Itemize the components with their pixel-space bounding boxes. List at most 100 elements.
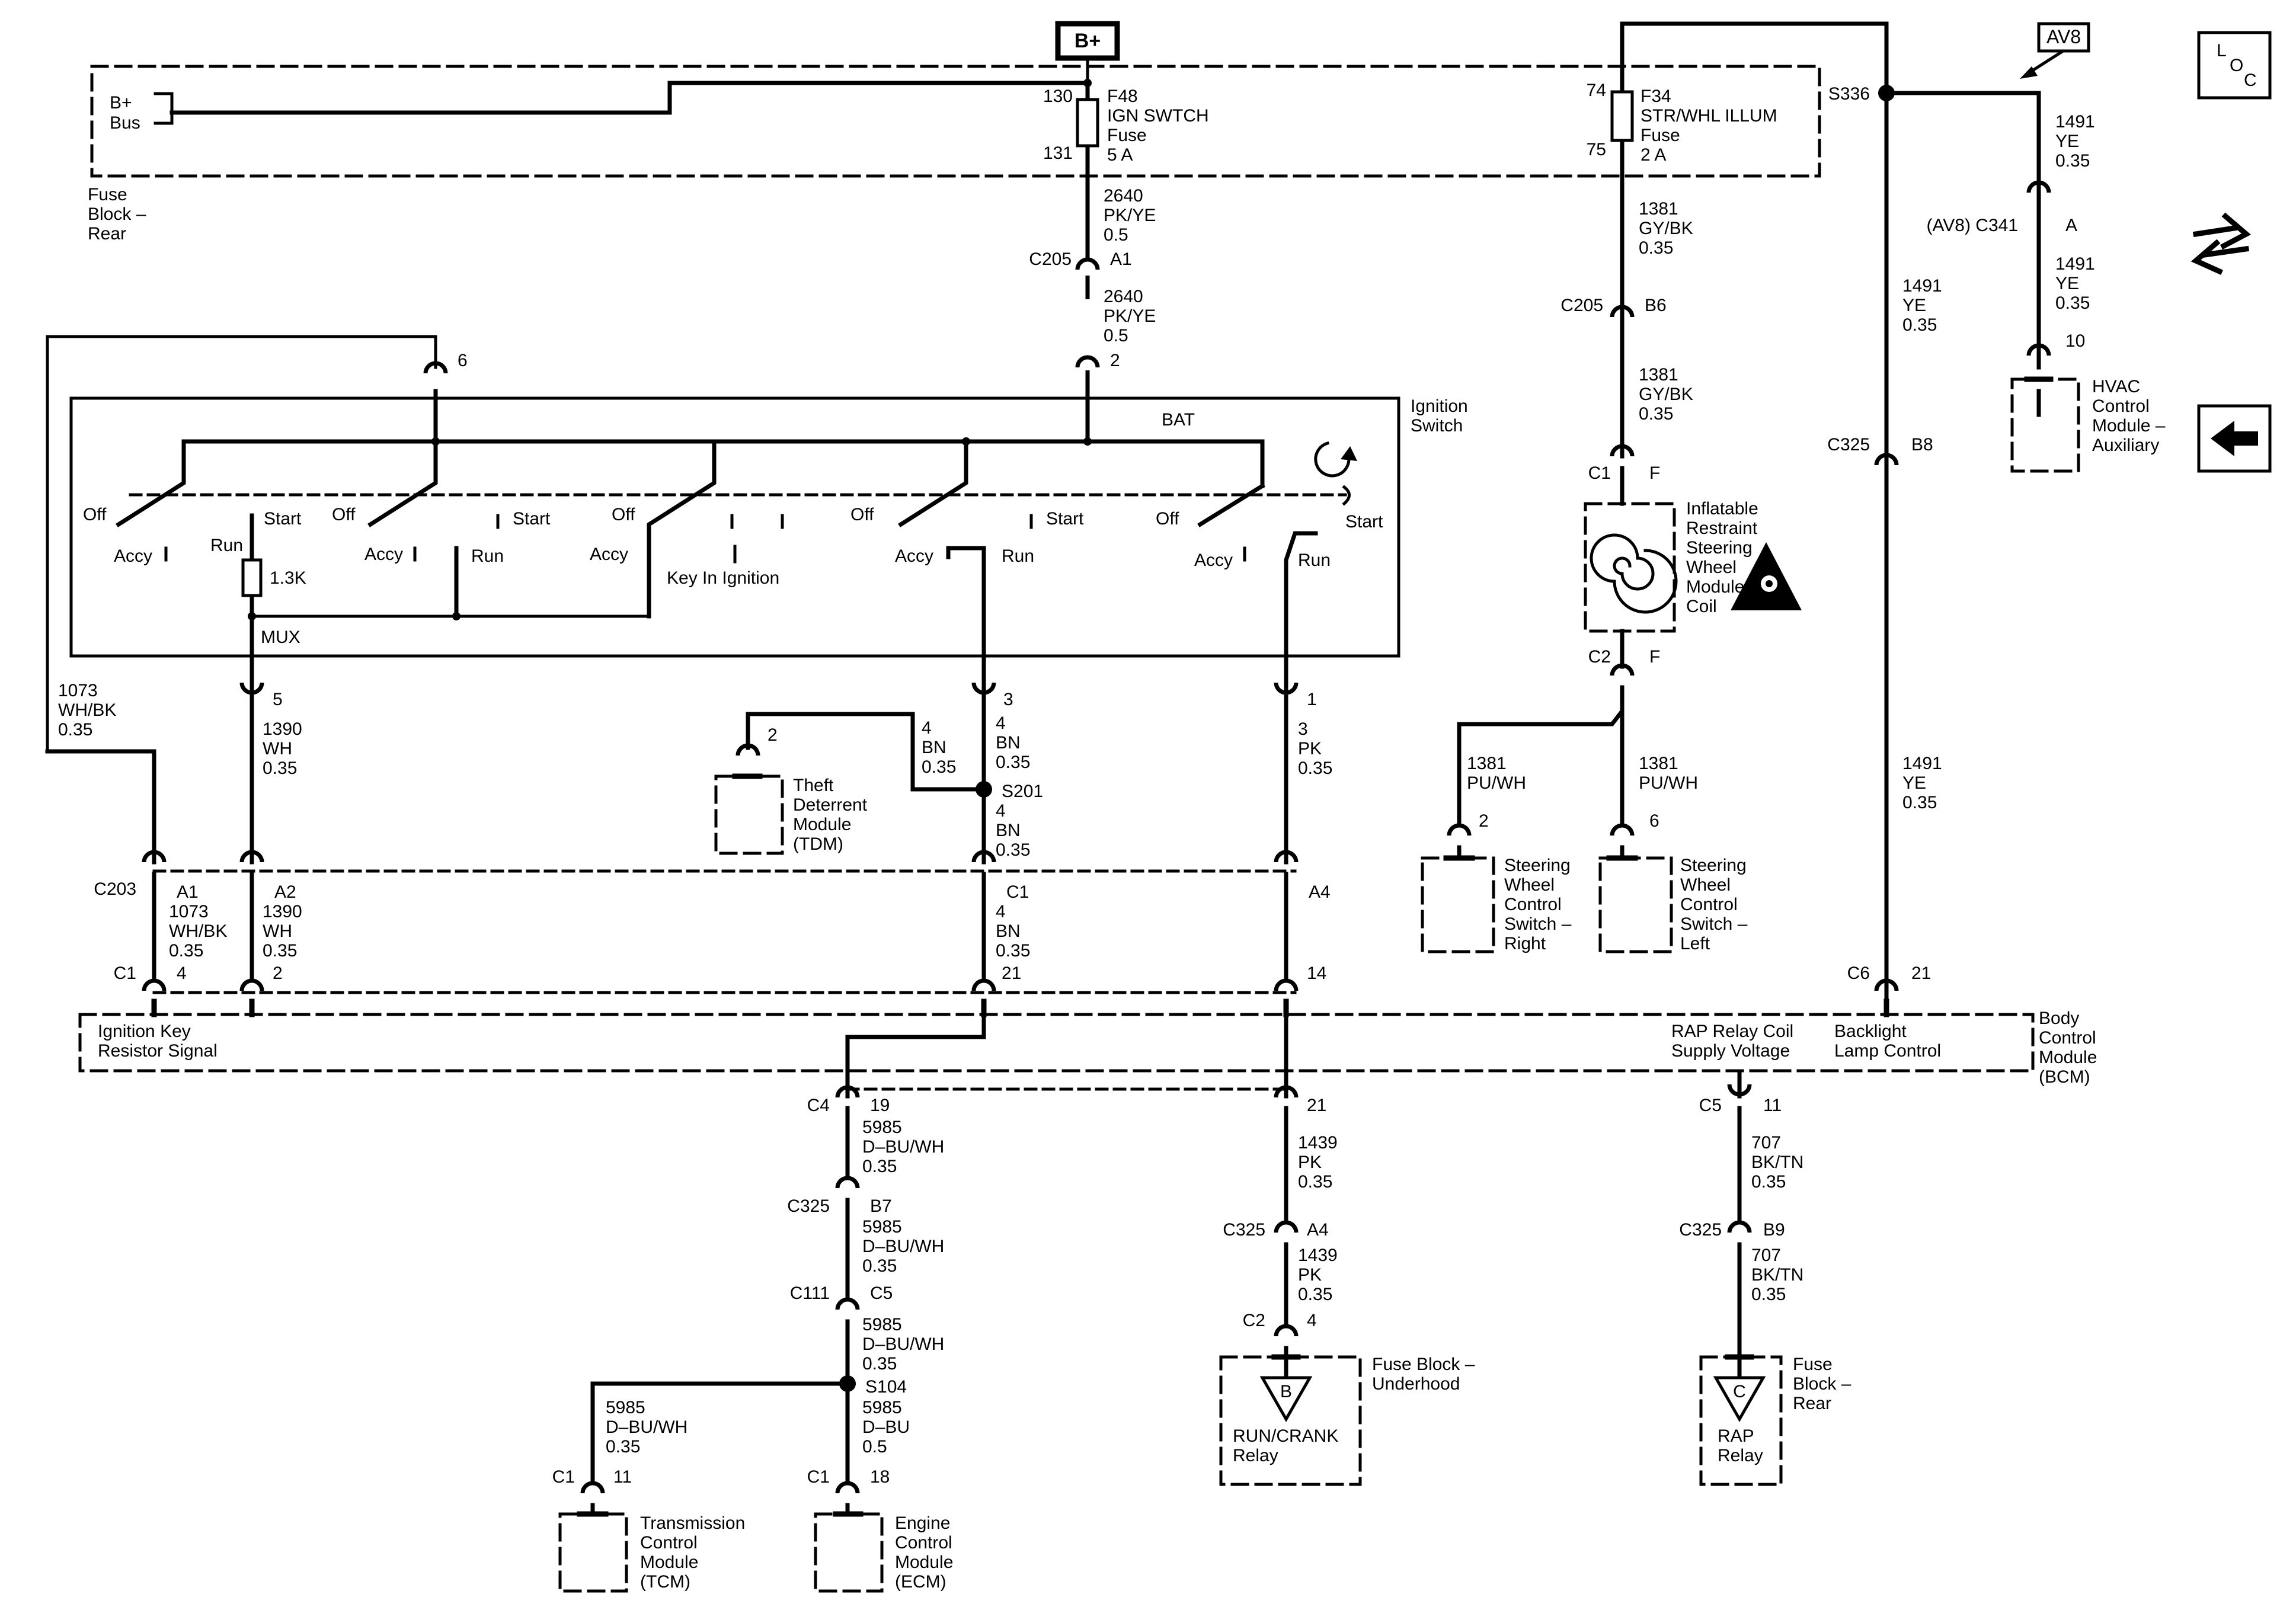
location-icon[interactable] [2197,31,2272,100]
back-arrow-icon[interactable] [2197,404,2272,473]
sw-right-outline [1421,856,1495,953]
c203-a2: A2 [274,882,296,902]
av8-label: AV8 [2046,26,2081,47]
pin-right: 2 [1479,811,1489,831]
s336-label: S336 [1828,84,1870,104]
bcm-pin2: 2 [273,964,283,983]
av8-tag [2037,22,2090,53]
f34-pin-out: 75 [1587,140,1606,159]
s4-accy: Accy [895,546,933,566]
c203-label: C203 [94,879,136,899]
f34-pin-in: 74 [1587,81,1606,100]
s2-accy: Accy [364,545,403,564]
pin-3: 3 [1003,690,1013,709]
splice-s201 [976,781,992,798]
f48-pin-in: 130 [1043,87,1073,106]
s4-off: Off [850,505,874,524]
resistor-1-3k [241,558,263,597]
f48-pin-out: 131 [1043,143,1073,163]
c203-a1: A1 [177,882,199,902]
b-plus-label: B+ [1075,30,1101,52]
hvac-outline [2010,377,2080,473]
bcm-outline [78,1013,2035,1073]
s5-start: Start [1345,512,1383,532]
s4-run: Run [1002,546,1034,566]
s2-off: Off [332,505,356,524]
relay-b-triangle [1259,1376,1313,1423]
tdm-outline [714,774,784,855]
connector-view-icon[interactable] [2191,212,2251,275]
s3-accy: Accy [590,545,628,564]
tcm-outline [558,1512,628,1593]
bcm-pin21: 21 [1002,964,1021,983]
s5-off: Off [1156,509,1179,529]
ecm-outline [814,1512,884,1593]
s4-start: Start [1046,509,1084,529]
f48-fuse [1076,98,1099,148]
s2-run: Run [471,546,504,566]
tdm-pin: 2 [768,725,778,745]
pin-5: 5 [273,690,283,709]
s5-accy: Accy [1194,550,1233,570]
fb-under-label: Fuse Block –Underhood [1372,1355,1475,1394]
s3-off: Off [612,505,635,524]
bat-label: BAT [1162,410,1195,430]
resistor-label: 1.3K [270,568,306,588]
sw-left-outline [1598,856,1673,953]
pin-10: 10 [2065,331,2085,351]
pin-2: 2 [1110,351,1120,370]
pin-left: 6 [1649,811,1659,831]
s1-off: Off [83,505,107,524]
s2-start: Start [513,509,551,529]
relay-c-triangle [1713,1376,1766,1423]
loc-icon-o: O [2230,56,2243,75]
loc-icon-c: C [2244,71,2257,90]
